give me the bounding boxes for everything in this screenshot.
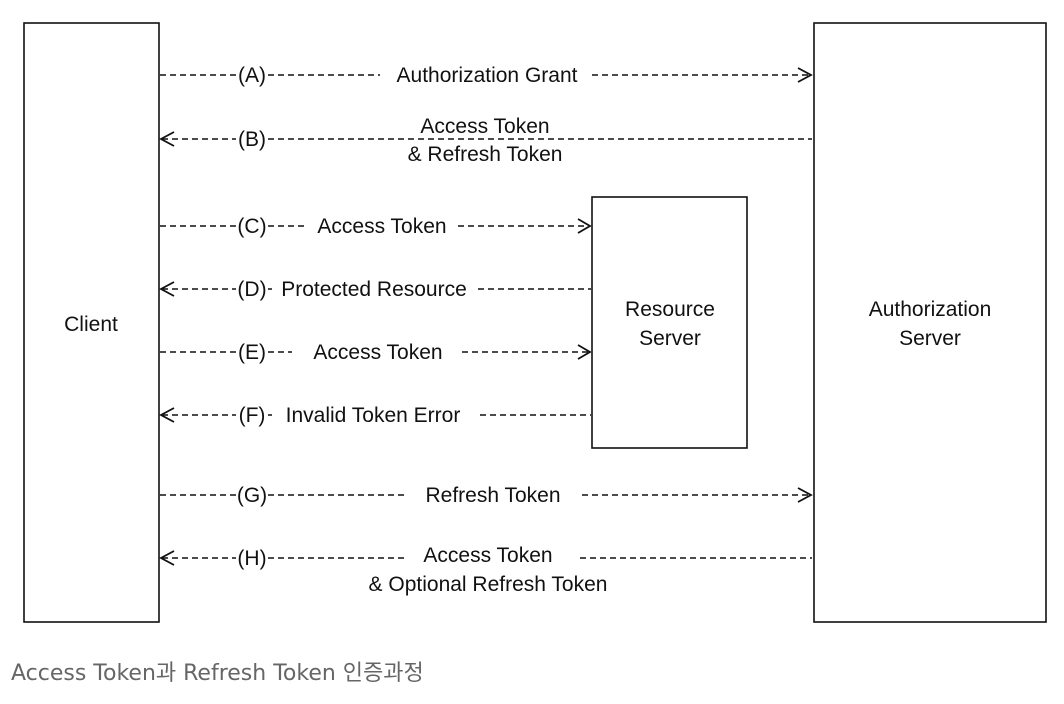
flow-a-label: Authorization Grant bbox=[397, 64, 578, 87]
flow-e-step: (E) bbox=[238, 341, 266, 364]
authorization-server-box bbox=[813, 22, 1047, 623]
resource-server-label-line2: Server bbox=[639, 327, 701, 350]
flow-h-label-line2: & Optional Refresh Token bbox=[369, 573, 608, 596]
flow-c-arrowhead bbox=[577, 218, 592, 234]
flow-b-label-line2: & Refresh Token bbox=[408, 143, 563, 166]
flow-g-label: Refresh Token bbox=[425, 484, 560, 507]
flow-h: (H) Access Token & Optional Refresh Toke… bbox=[159, 544, 812, 596]
figure-caption: Access Token과 Refresh Token 인증과정 bbox=[11, 661, 424, 686]
flow-a: (A) Authorization Grant bbox=[160, 64, 813, 87]
flow-h-label-line1: Access Token bbox=[423, 544, 552, 567]
flow-f-label: Invalid Token Error bbox=[286, 404, 461, 427]
flow-g: (G) Refresh Token bbox=[160, 484, 813, 507]
flow-h-step: (H) bbox=[237, 547, 266, 570]
flow-b-step: (B) bbox=[238, 128, 266, 151]
flow-h-arrowhead bbox=[159, 550, 175, 566]
flow-d-label: Protected Resource bbox=[281, 278, 467, 301]
flow-a-step: (A) bbox=[238, 64, 266, 87]
oauth-token-flow-diagram: Client Authorization Server Resource Ser… bbox=[23, 22, 1047, 623]
flow-b-label-line1: Access Token bbox=[420, 115, 549, 138]
flow-g-step: (G) bbox=[237, 484, 267, 507]
authorization-server-label-line1: Authorization bbox=[869, 298, 992, 321]
resource-server-box bbox=[591, 196, 748, 449]
flow-e: (E) Access Token bbox=[160, 341, 592, 364]
flow-d-arrowhead bbox=[159, 281, 175, 297]
flow-f-step: (F) bbox=[239, 404, 266, 427]
flow-a-arrowhead bbox=[797, 67, 813, 83]
authorization-server-label-line2: Server bbox=[899, 327, 961, 350]
flow-d: (D) Protected Resource bbox=[159, 278, 591, 301]
flow-d-step: (D) bbox=[237, 278, 266, 301]
flow-c: (C) Access Token bbox=[160, 215, 592, 238]
flow-f: (F) Invalid Token Error bbox=[159, 404, 591, 427]
flow-b-arrowhead bbox=[159, 131, 175, 147]
flow-f-arrowhead bbox=[159, 407, 175, 423]
flow-c-label: Access Token bbox=[317, 215, 446, 238]
flow-c-step: (C) bbox=[237, 215, 266, 238]
client-box bbox=[23, 22, 160, 623]
flow-b: (B) Access Token & Refresh Token bbox=[159, 115, 812, 166]
flow-g-arrowhead bbox=[797, 487, 813, 503]
resource-server-label-line1: Resource bbox=[625, 298, 715, 321]
flow-e-label: Access Token bbox=[313, 341, 442, 364]
flow-e-arrowhead bbox=[577, 344, 592, 360]
client-label: Client bbox=[64, 313, 118, 336]
